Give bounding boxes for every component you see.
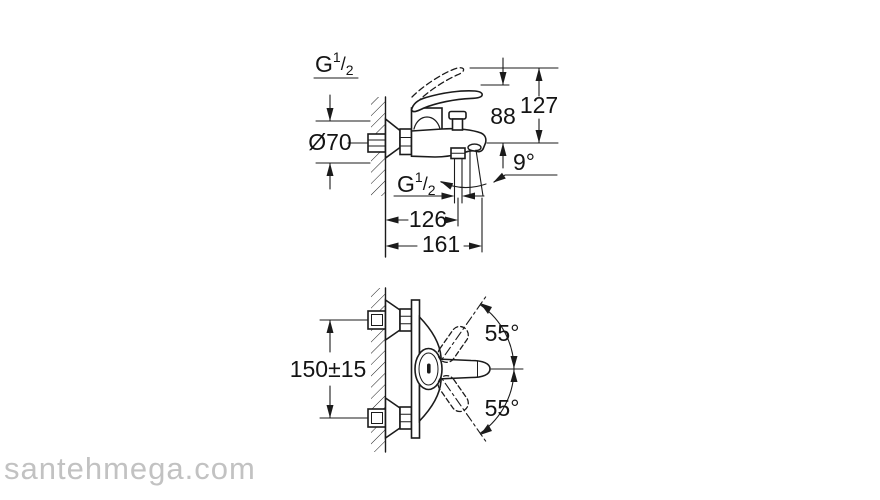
swivel-arc-upper: 55°	[480, 303, 520, 370]
mixer-body	[410, 107, 487, 158]
side-view: G1/2 Ø70 88	[308, 49, 559, 258]
lever-top	[414, 347, 491, 391]
dim-mounting-centers: 150±15	[290, 319, 369, 419]
lever-handle	[410, 89, 483, 113]
escutcheon-cone-upper	[384, 298, 413, 342]
label-wall-thread: G1/2	[315, 49, 354, 78]
wall-section	[371, 96, 387, 258]
dim-wall-thread: G1/2	[313, 49, 359, 79]
dim-spout-projection: 161	[385, 197, 483, 257]
dim-height-127: 127	[469, 67, 559, 144]
label-swivel-angle-upper: 55°	[485, 320, 520, 346]
lever-swivel-outline-lower	[437, 375, 469, 413]
escutcheon-cone	[384, 117, 401, 160]
label-shower-thread: G1/2	[397, 169, 436, 198]
spout-aerator	[467, 143, 482, 152]
escutcheon-cone-lower	[384, 396, 413, 440]
swivel-arc-lower: 55°	[480, 368, 520, 435]
diverter-knob	[448, 110, 467, 131]
label-wall-to-shower-outlet: 126	[409, 206, 447, 232]
wall-union	[367, 133, 387, 153]
label-swivel-angle-lower: 55°	[485, 395, 520, 421]
supply-connection-upper	[367, 310, 387, 330]
dim-wall-to-shower-outlet: 126	[385, 197, 459, 232]
supply-connection-lower	[367, 408, 387, 428]
label-height-to-lever: 88	[490, 103, 516, 129]
dim-spout-angle: 9°	[440, 149, 558, 197]
label-escutcheon-diameter: Ø70	[308, 129, 351, 155]
lever-center-mark	[427, 363, 431, 374]
label-spout-angle: 9°	[513, 149, 535, 175]
lever-swivel-outline-upper	[437, 325, 469, 363]
dim-height-88: 88	[480, 57, 516, 169]
label-height-to-lever-raised: 127	[520, 92, 558, 118]
shower-outlet	[450, 147, 466, 204]
label-spout-projection: 161	[422, 231, 460, 257]
label-mounting-centers: 150±15	[290, 356, 367, 382]
top-view: 55° 55° 150±15	[290, 287, 524, 453]
dim-escutcheon-diameter: Ø70	[308, 94, 371, 190]
lever-raised-outline	[411, 67, 465, 101]
union-nut	[399, 128, 413, 156]
dim-shower-thread: G1/2	[393, 169, 485, 200]
watermark: santehmega.com	[4, 451, 256, 486]
